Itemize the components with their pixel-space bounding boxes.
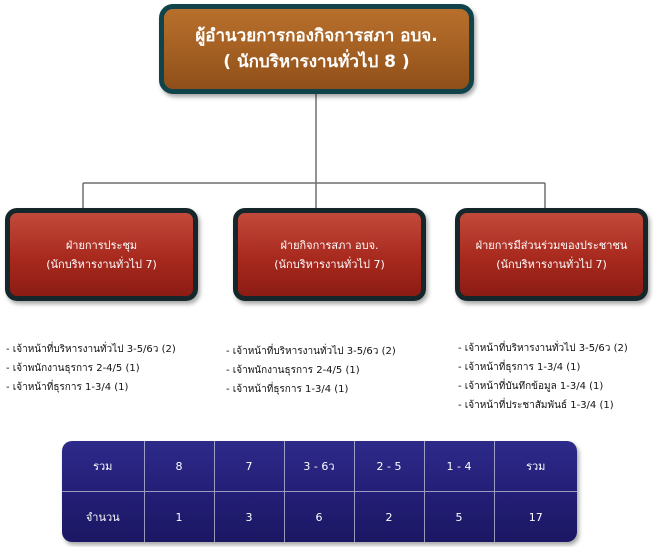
department-position: (นักบริหารงานทั่วไป 7) xyxy=(274,257,385,271)
department-position: (นักบริหารงานทั่วไป 7) xyxy=(496,257,607,271)
staff-item: เจ้าหน้าที่ธุรการ 1-3/4 (1) xyxy=(6,378,176,397)
department-name: ฝ่ายการประชุม xyxy=(65,238,138,252)
director-title: ผู้อำนวยการกองกิจการสภา อบจ. xyxy=(195,26,438,46)
summary-cell: 17 xyxy=(493,491,577,542)
director-position: ( นักบริหารงานทั่วไป 8 ) xyxy=(223,52,410,72)
department-box-meeting: ฝ่ายการประชุม (นักบริหารงานทั่วไป 7) xyxy=(5,208,198,301)
summary-cell: 8 xyxy=(143,441,214,492)
department-name: ฝ่ายกิจการสภา อบจ. xyxy=(280,238,379,252)
summary-row-levels: รวม 8 7 3 - 6ว 2 - 5 1 - 4 รวม xyxy=(62,441,577,492)
staff-item: เจ้าหน้าที่บริหารงานทั่วไป 3-5/6ว (2) xyxy=(226,342,396,361)
staff-list-public-participation: เจ้าหน้าที่บริหารงานทั่วไป 3-5/6ว (2) เจ… xyxy=(458,339,628,415)
summary-cell: 7 xyxy=(213,441,284,492)
summary-cell: 5 xyxy=(423,491,494,542)
staff-item: เจ้าหน้าที่บริหารงานทั่วไป 3-5/6ว (2) xyxy=(458,339,628,358)
staff-item: เจ้าหน้าที่ธุรการ 1-3/4 (1) xyxy=(226,380,396,399)
summary-cell: 2 xyxy=(353,491,424,542)
director-box: ผู้อำนวยการกองกิจการสภา อบจ. ( นักบริหาร… xyxy=(159,4,474,94)
department-box-public-participation: ฝ่ายการมีส่วนร่วมของประชาชน (นักบริหารงา… xyxy=(455,208,648,301)
staff-item: เจ้าหน้าที่ธุรการ 1-3/4 (1) xyxy=(458,358,628,377)
staff-item: เจ้าพนักงานธุรการ 2-4/5 (1) xyxy=(226,361,396,380)
staff-list-council-affairs: เจ้าหน้าที่บริหารงานทั่วไป 3-5/6ว (2) เจ… xyxy=(226,342,396,399)
staff-item: เจ้าพนักงานธุรการ 2-4/5 (1) xyxy=(6,359,176,378)
summary-cell: จำนวน xyxy=(85,511,120,524)
summary-cell: 6 xyxy=(283,491,354,542)
summary-cell: 3 - 6ว xyxy=(283,441,354,492)
summary-cell: 3 xyxy=(213,491,284,542)
summary-cell: รวม xyxy=(62,441,144,492)
summary-cell: รวม xyxy=(493,441,577,492)
staff-item: เจ้าหน้าที่ประชาสัมพันธ์ 1-3/4 (1) xyxy=(458,396,628,415)
staff-item: เจ้าหน้าที่บริหารงานทั่วไป 3-5/6ว (2) xyxy=(6,340,176,359)
staff-list-meeting: เจ้าหน้าที่บริหารงานทั่วไป 3-5/6ว (2) เจ… xyxy=(6,340,176,397)
summary-cell: 2 - 5 xyxy=(353,441,424,492)
summary-cell: 1 - 4 xyxy=(423,441,494,492)
summary-table: รวม 8 7 3 - 6ว 2 - 5 1 - 4 รวม จำนวน 1 3… xyxy=(62,441,577,542)
department-name: ฝ่ายการมีส่วนร่วมของประชาชน xyxy=(475,238,628,252)
staff-item: เจ้าหน้าที่บันทึกข้อมูล 1-3/4 (1) xyxy=(458,377,628,396)
department-position: (นักบริหารงานทั่วไป 7) xyxy=(46,257,157,271)
summary-row-counts: จำนวน 1 3 6 2 5 17 xyxy=(62,491,577,542)
summary-cell: 1 xyxy=(143,491,214,542)
department-box-council-affairs: ฝ่ายกิจการสภา อบจ. (นักบริหารงานทั่วไป 7… xyxy=(233,208,426,301)
